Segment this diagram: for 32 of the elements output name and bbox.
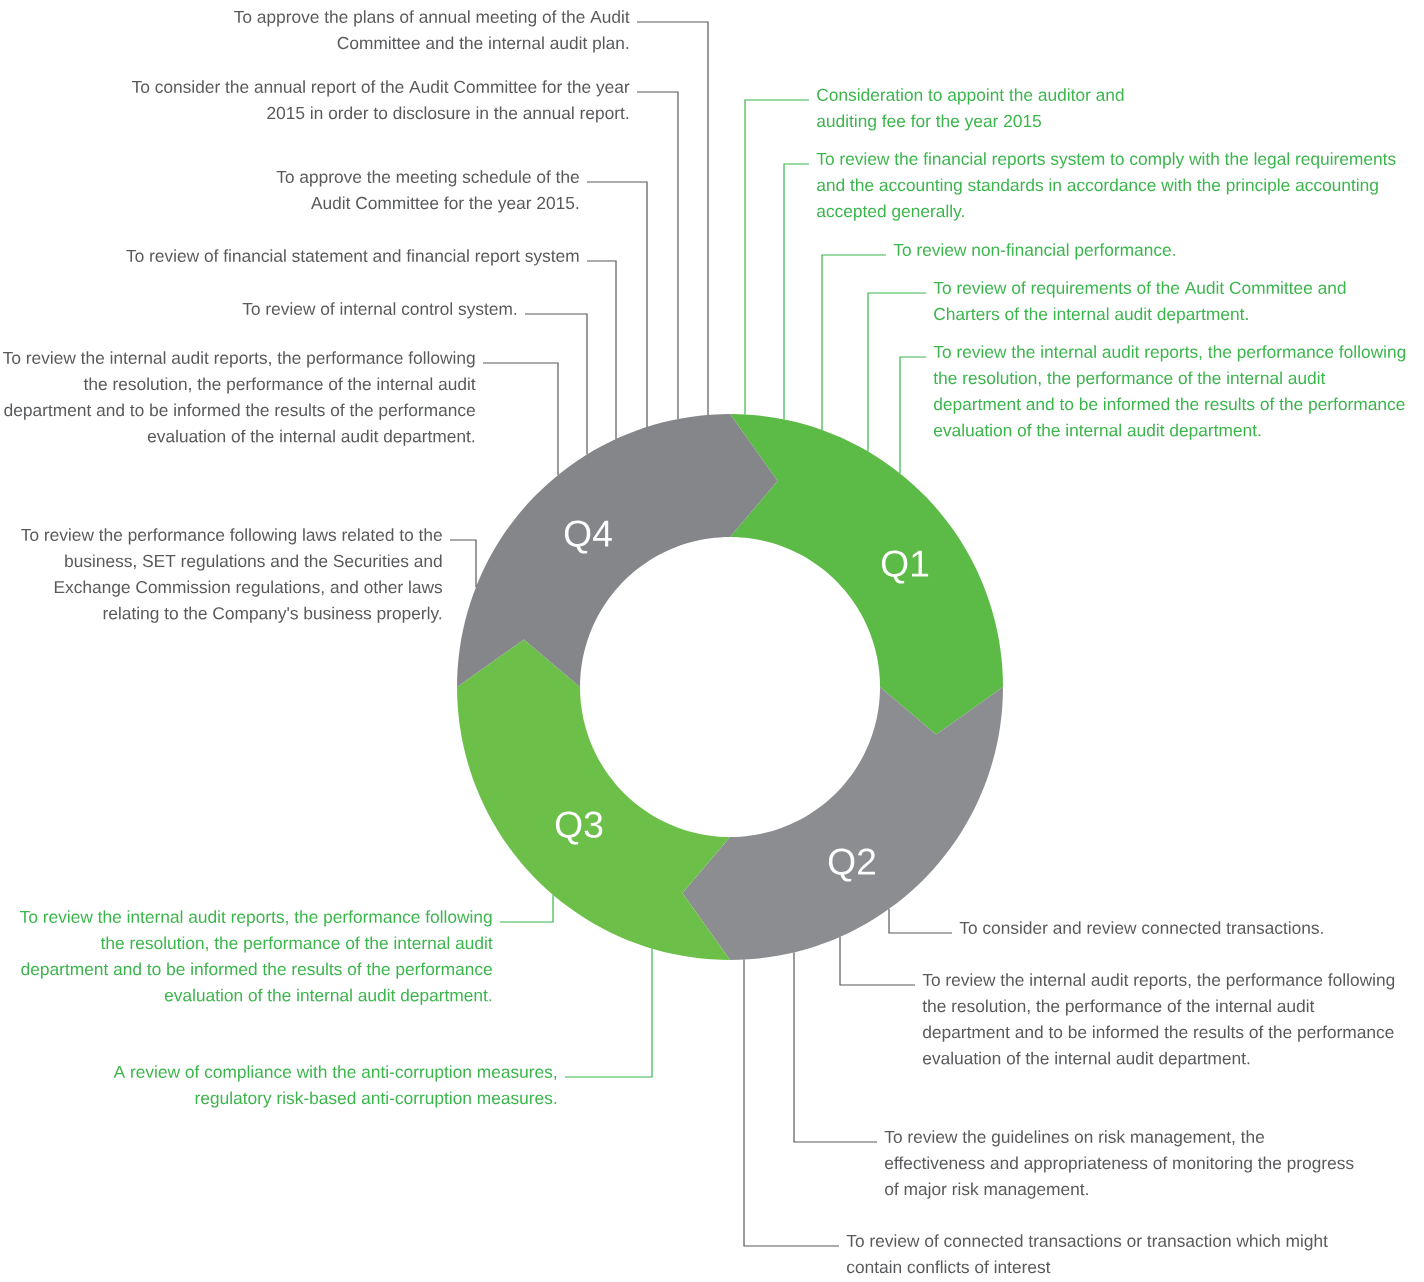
description-text: To review of requirements of the Audit Committee and Charters of the internal audit department. (933, 281, 1346, 324)
leader-line (586, 181, 648, 428)
leader-line (524, 313, 588, 455)
leader-line (867, 292, 927, 452)
description-text: To consider the annual report of the Audit Committee for the year 2015 in order to disclosure in the annual report. (132, 80, 630, 123)
leader-line (839, 936, 916, 986)
leader-line (586, 260, 617, 440)
leader-line (821, 254, 887, 431)
description-text: To approve the plans of annual meeting of the Audit Committee and the internal audit plan. (234, 10, 630, 53)
description-text: To approve the meeting schedule of the Audit Committee for the year 2015. (276, 170, 579, 213)
leader-line (888, 908, 953, 934)
description-text: Consideration to appoint the auditor and auditing fee for the year 2015 (817, 88, 1124, 131)
description-text: To review the guidelines on risk management, the effectiveness and appropriateness of monitoring the progress of major risk management. (884, 1130, 1354, 1199)
description-text: To review of financial statement and financial report system (126, 249, 579, 266)
leader-line (564, 948, 653, 1078)
leader-line (482, 362, 559, 476)
leader-line (743, 959, 840, 1247)
description-text: To review of internal control system. (242, 302, 517, 319)
description-text: A review of compliance with the anti-corruption measures, regulatory risk-based anti-corruption measures. (113, 1065, 557, 1108)
leader-line (499, 894, 554, 923)
leader-line (899, 356, 927, 474)
leader-line (449, 539, 477, 588)
leader-line (636, 21, 709, 416)
leader-line (636, 91, 679, 420)
leader-line (793, 951, 878, 1143)
description-text: To review the internal audit reports, the performance following the resolution, the performance of the internal audit department and to be informed the results of the performance evaluation of the internal audit department. (922, 973, 1395, 1068)
description-text: To review non-financial performance. (893, 243, 1175, 260)
leader-line (783, 163, 810, 420)
description-text: To review the performance following laws related to the business, SET regulations and the Securities and Exchange Commission regulations, and other laws relating to the Company's business properly. (21, 528, 443, 623)
leader-line (744, 99, 810, 415)
description-text: To review of connected transactions or transaction which might contain conflicts of interest (846, 1234, 1328, 1274)
description-text: To review the financial reports system to comply with the legal requirements and the accounting standards in accordance with the principle accounting accepted generally. (816, 152, 1396, 221)
